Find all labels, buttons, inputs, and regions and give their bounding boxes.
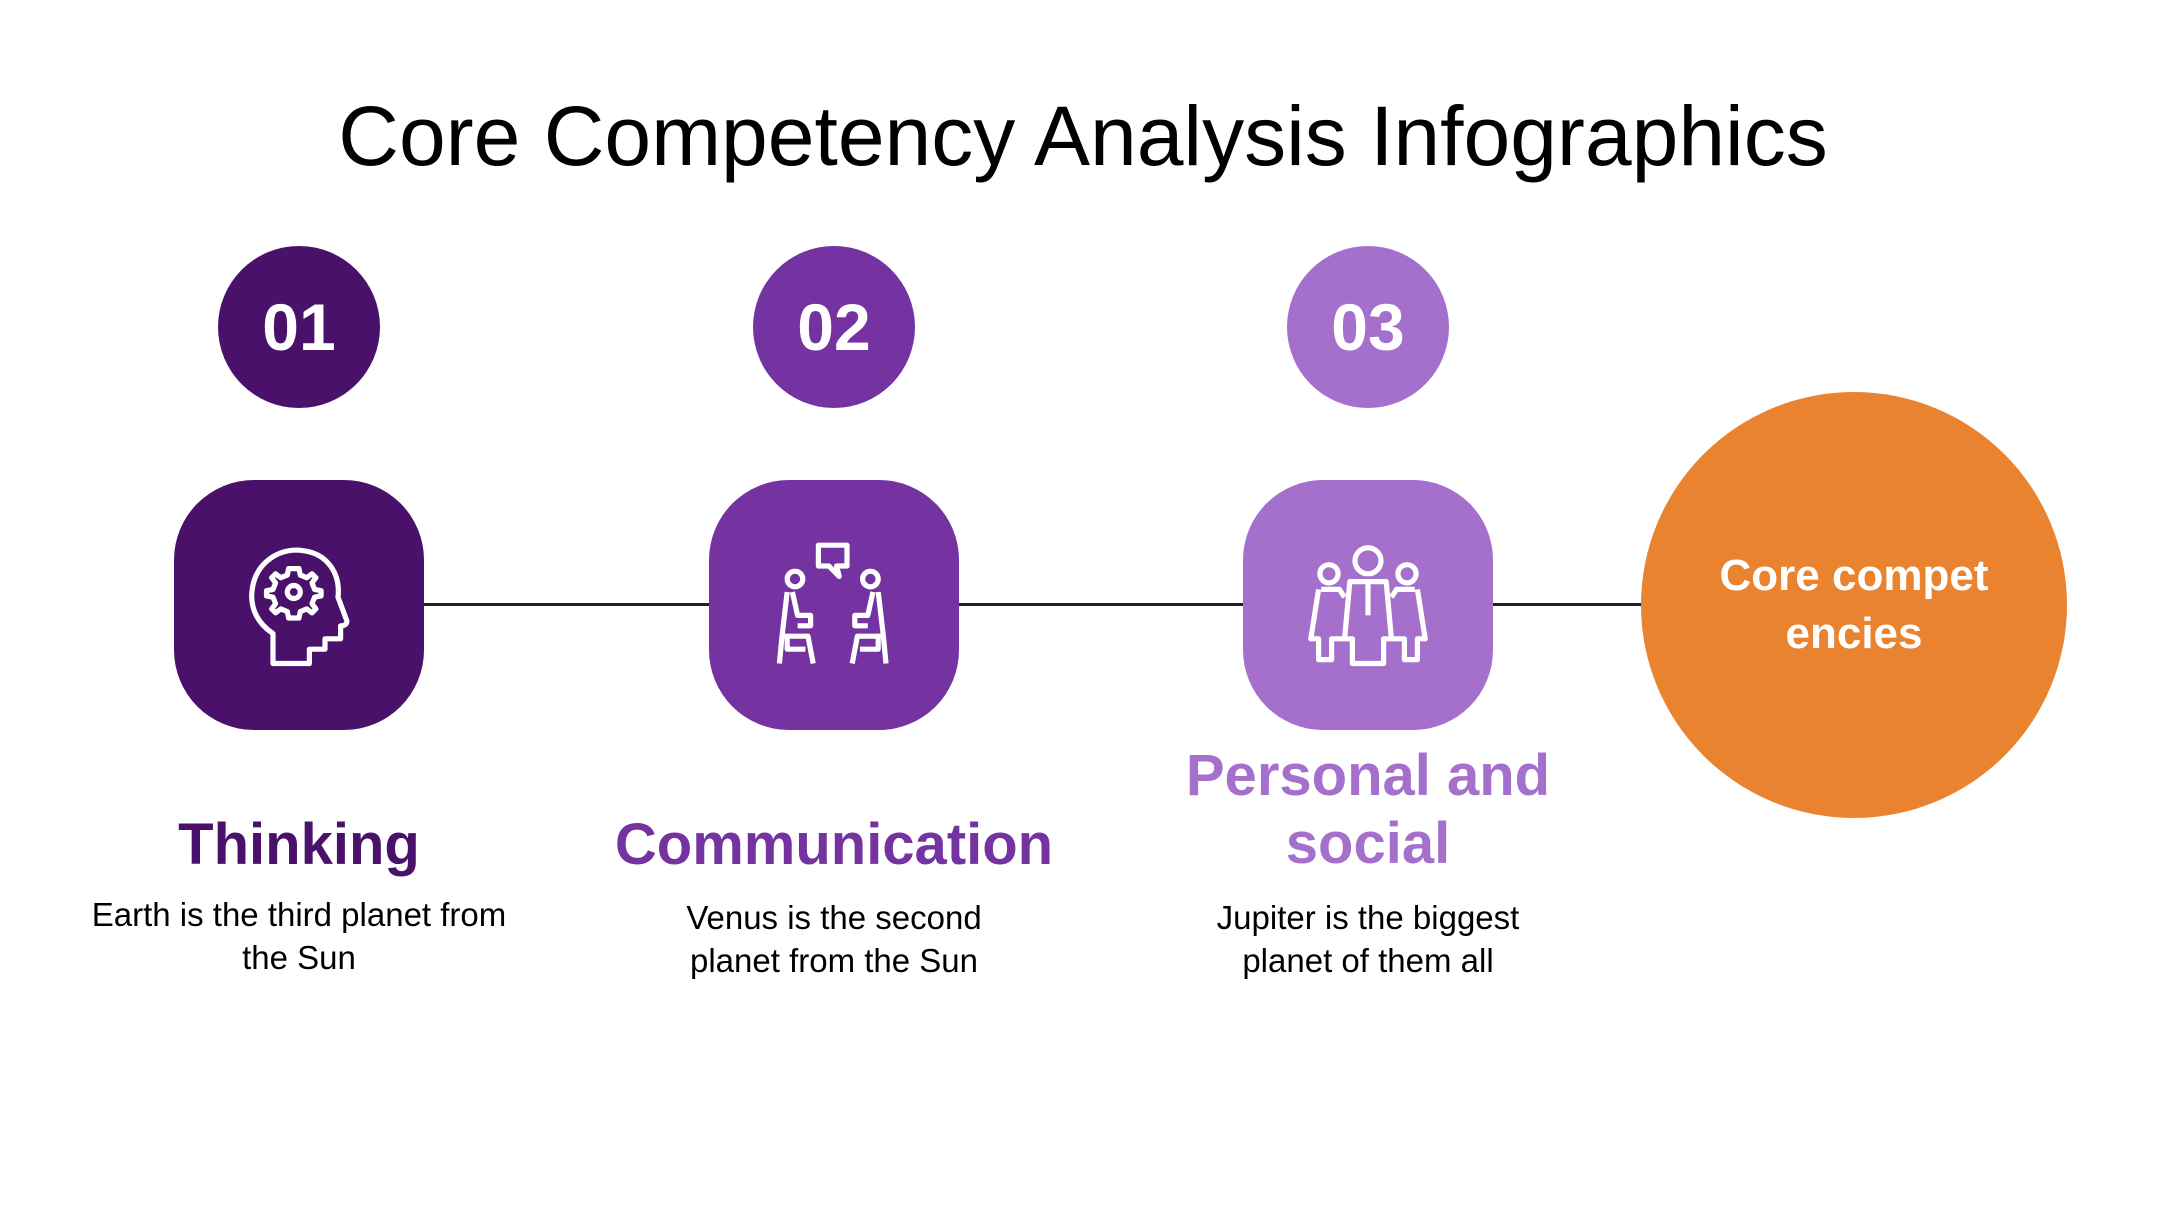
step-heading-3: Personal and social [1185,743,1551,876]
page-title: Core Competency Analysis Infographics [338,89,1828,183]
step-number-1: 01 [218,246,380,408]
step-box-1 [174,480,424,730]
conversation-icon [776,542,889,664]
step-box-2 [709,480,959,730]
step-heading-1: Thinking [178,812,420,877]
group-icon [1308,545,1428,667]
core-competencies-circle: Core competencies [1641,392,2067,818]
connector-line [424,603,1654,606]
step-description-2: Venus is the second planet from the Sun [686,899,982,979]
step-heading-2: Communication [614,812,1054,877]
step-description-1: Earth is the third planet from the Sun [91,896,507,976]
head-gear-icon [249,547,350,667]
step-description-3: Jupiter is the biggest planet of them al… [1216,899,1520,979]
step-number-3: 03 [1287,246,1449,408]
step-box-3 [1243,480,1493,730]
core-label: Core competencies [1719,551,1989,658]
step-number-2: 02 [753,246,915,408]
